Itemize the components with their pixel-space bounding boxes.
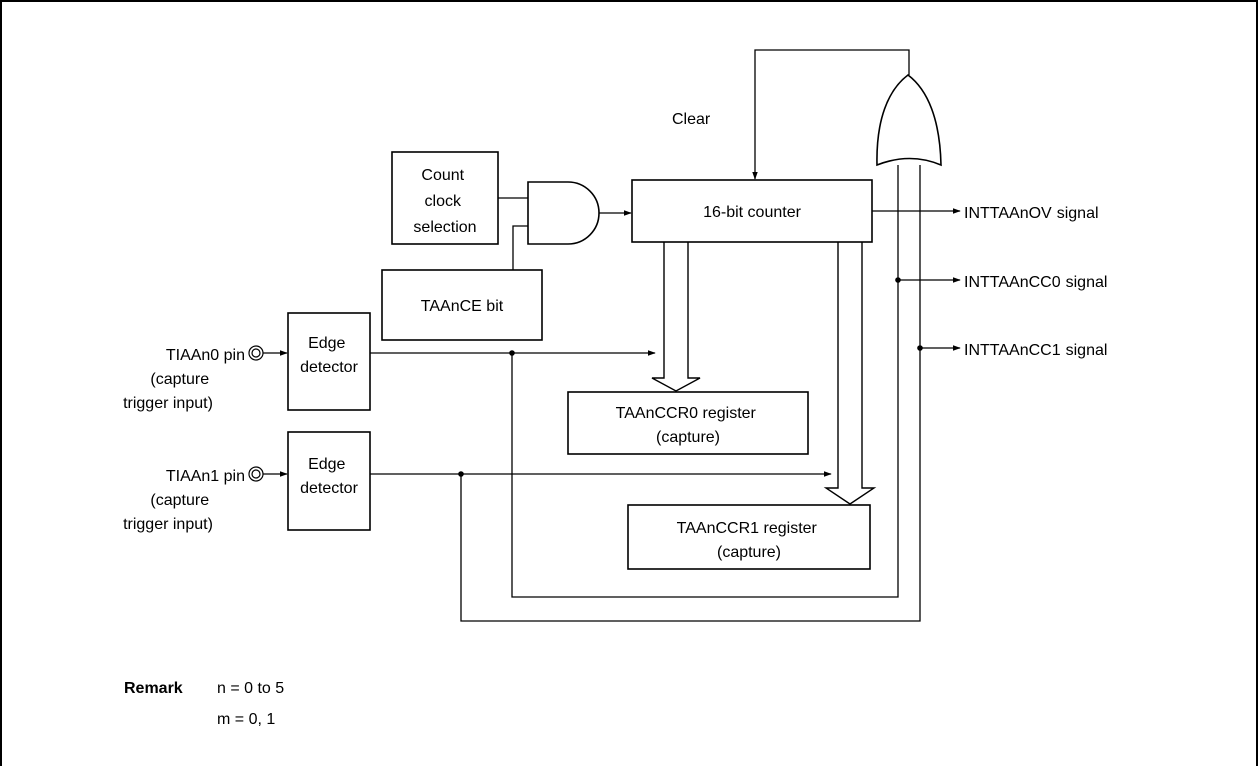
pin-1-label: TIAAn1 pin xyxy=(166,468,245,485)
ccr1-register-box xyxy=(627,504,871,570)
pin-1-icon xyxy=(248,466,264,482)
junction-dot xyxy=(917,345,923,351)
and-gate xyxy=(527,181,600,245)
ccr1-label: TAAnCCR1 register (capture) xyxy=(677,520,822,561)
cc0-loop-line xyxy=(511,165,899,598)
pin-1-desc: (capture trigger input) xyxy=(123,492,213,533)
edge-detector-1-label: Edge detector xyxy=(300,456,358,497)
transfer-arrow-ccr1 xyxy=(823,242,877,505)
pin-0-desc: (capture trigger input) xyxy=(123,371,213,412)
junction-dot xyxy=(895,277,901,283)
pin-0-label: TIAAn0 pin xyxy=(166,347,245,364)
edge-detector-0-box xyxy=(287,312,371,411)
transfer-arrow-ccr0 xyxy=(651,242,701,392)
clear-label: Clear xyxy=(672,111,711,128)
remark-line-2: m = 0, 1 xyxy=(217,711,275,728)
ccr0-register-box xyxy=(567,391,809,455)
pin-0-icon xyxy=(248,345,264,361)
counter-label: 16-bit counter xyxy=(703,204,802,221)
edge-detector-0-label: Edge detector xyxy=(300,335,358,376)
cc1-loop-line xyxy=(460,165,921,622)
count-clock-label: Count clock selection xyxy=(413,167,476,236)
junction-dot xyxy=(509,350,515,356)
remark-line-1: n = 0 to 5 xyxy=(217,680,284,697)
clear-feedback-line xyxy=(752,49,910,180)
junction-dot xyxy=(458,471,464,477)
taance-bit-label: TAAnCE bit xyxy=(421,298,504,315)
or-gate xyxy=(876,73,942,167)
edge-detector-1-box xyxy=(287,431,371,531)
remark-label: Remark xyxy=(124,680,183,697)
ccr0-label: TAAnCCR0 register (capture) xyxy=(616,405,761,446)
taance-bit-box xyxy=(381,269,543,341)
